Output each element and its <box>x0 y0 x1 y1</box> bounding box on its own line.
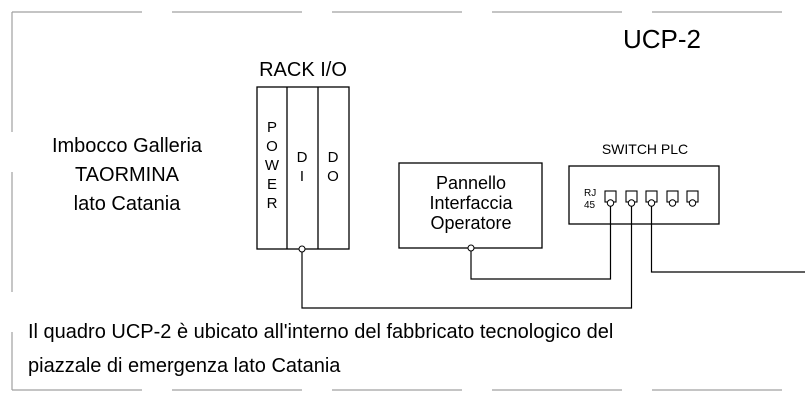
operator-panel-line-2: Interfaccia <box>429 193 513 213</box>
switch-title: SWITCH PLC <box>602 141 688 157</box>
operator-panel-line-3: Operatore <box>430 213 511 233</box>
di-letter: I <box>300 168 304 185</box>
do-letter: O <box>327 168 339 185</box>
power-letter: R <box>267 195 278 212</box>
operator-panel: Pannello Interfaccia Operatore <box>398 162 543 249</box>
operator-panel-box <box>398 162 543 249</box>
rj45-port <box>666 190 679 207</box>
port-label-line-1: RJ <box>584 188 596 199</box>
location-label: Imbocco Galleria TAORMINA lato Catania <box>52 135 203 215</box>
description: Il quadro UCP-2 è ubicato all'interno de… <box>28 321 613 377</box>
power-module-label: P O W E R <box>265 119 280 212</box>
power-letter: P <box>267 119 277 136</box>
rj45-port <box>604 190 617 207</box>
rj45-port <box>645 190 658 207</box>
power-letter: W <box>265 157 280 174</box>
rj45-port <box>686 190 699 207</box>
power-letter: O <box>266 138 278 155</box>
panel-title: UCP-2 <box>623 24 701 54</box>
description-line-1: Il quadro UCP-2 è ubicato all'interno de… <box>28 321 613 343</box>
rack-to-switch-cable <box>301 206 633 309</box>
location-line-2: TAORMINA <box>75 164 180 186</box>
di-letter: D <box>297 149 308 166</box>
operator-to-switch-cable <box>470 206 612 280</box>
operator-connector <box>467 244 475 252</box>
do-module-label: D O <box>327 149 339 185</box>
rack-title: RACK I/O <box>259 59 347 81</box>
location-line-1: Imbocco Galleria <box>52 135 203 157</box>
description-line-2: piazzale di emergenza lato Catania <box>28 355 341 377</box>
dashed-frame <box>12 11 805 391</box>
connections <box>301 206 805 309</box>
rj45-ports <box>604 190 699 207</box>
rack-connector <box>298 245 306 253</box>
rack-io: RACK I/O P O W E R D I D O <box>256 59 350 250</box>
rack-frame <box>256 86 350 250</box>
operator-panel-line-1: Pannello <box>436 173 506 193</box>
location-line-3: lato Catania <box>74 193 182 215</box>
di-module-label: D I <box>297 149 308 185</box>
port-label-line-2: 45 <box>584 200 596 211</box>
switch-plc: SWITCH PLC RJ 45 <box>568 141 720 225</box>
power-letter: E <box>267 176 277 193</box>
do-letter: D <box>328 149 339 166</box>
switch-uplink-cable <box>650 206 805 273</box>
